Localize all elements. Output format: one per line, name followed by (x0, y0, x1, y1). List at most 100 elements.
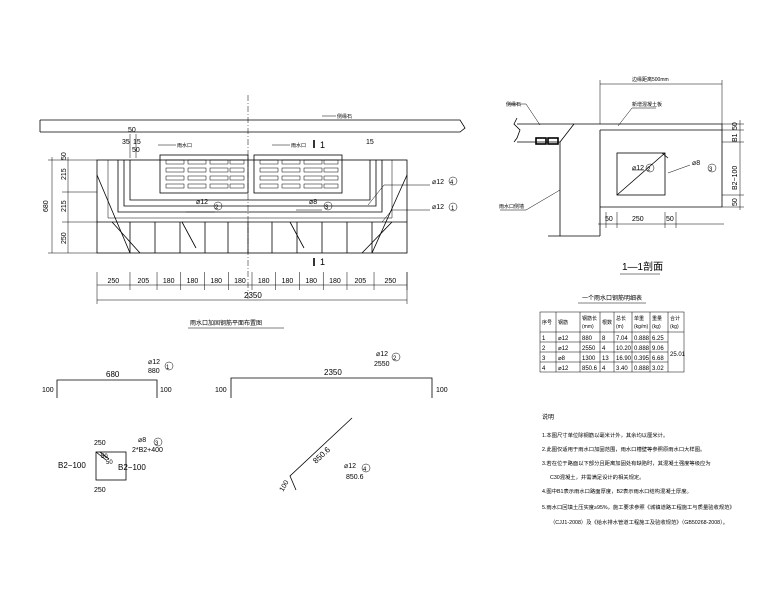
notes-heading: 说明 (542, 413, 554, 421)
table-header-3: 根数 (602, 319, 612, 326)
bar4-spec: ⌀12 (344, 463, 356, 470)
note-1: 1.本图尺寸单位除钢筋以毫米计外，其余均以厘米计。 (542, 431, 668, 439)
note-3: 3.若在位于路面以下部分且距离加固处有缺陷时，其混凝土强度等级应为 (542, 459, 711, 467)
rebar-table: 一个雨水口钢筋明细表 序号钢筋 钢筋长 (mm) 根数总长 (m) 单重 (kg/m)重量 (… (539, 294, 686, 373)
note-2: 2.此图仅适用于雨水口加固范围，雨水口槽壁等参照原雨水口大样图。 (542, 445, 705, 453)
bar1-len: 880 (148, 368, 160, 375)
table-cell-2-6: 6.68 (652, 356, 664, 362)
table-cell-3-1: ⌀12 (558, 366, 569, 372)
plan-dim-left-680: 680 (43, 200, 50, 212)
table-header-5: (kg/m) (634, 324, 649, 330)
rebar-callout-4: ⌀12 (432, 179, 444, 186)
table-header-4: 总长 (616, 315, 626, 322)
table-cell-3-5: 0.888 (634, 366, 650, 372)
section-dim-right-b1: B1 (732, 133, 739, 142)
section-dim-right-50: 50 (732, 122, 739, 130)
plan-dim-bottom-10: 205 (355, 278, 367, 285)
section-dim-top: 边缘距离500mm (632, 76, 669, 83)
section-title: 1—1剖面 (622, 260, 663, 273)
bar3-spec: ⌀8 (138, 437, 146, 444)
table-header-6: 重量 (652, 315, 662, 322)
table-title: 一个雨水口钢筋明细表 (582, 294, 642, 302)
plan-dim-bottom-7: 180 (282, 278, 294, 285)
plan-dim-top-35: 35 (122, 139, 130, 146)
section-rebar-a: ⌀12 (632, 165, 644, 172)
note-4: 4.图中B1表示雨水口路面厚度，B2表示雨水口结构混凝土厚度。 (542, 487, 692, 495)
section-label-b: 新增混凝土板 (632, 101, 662, 108)
rebar-callout-4-circle: 4 (450, 180, 454, 186)
rebar-callout-3: ⌀8 (309, 199, 317, 206)
table-cell-2-2: 1300 (582, 356, 596, 362)
section-label-a: 侧缘石 (506, 101, 521, 108)
table-cell-2-3: 13 (602, 356, 609, 362)
section-dim-right-50b: 50 (732, 198, 739, 206)
bar4-dim-diag: 850.6 (311, 445, 332, 466)
plan-label-grate2: 雨水口 (291, 142, 306, 149)
table-cell-0-3: 8 (602, 336, 606, 342)
plan-dim-bottom-3: 180 (187, 278, 199, 285)
bar3-dim-bottom: 250 (94, 487, 106, 494)
bar-shapes: ⌀12 1 880 680 100 100 ⌀12 2 2550 2350 10… (42, 351, 448, 494)
table-header-7: 合计 (670, 315, 680, 322)
table-cell-1-5: 0.888 (634, 346, 650, 352)
table-cell-2-0: 3 (542, 356, 546, 362)
table-cell-2-1: ⌀8 (558, 356, 566, 362)
table-cell-2-5: 0.395 (634, 356, 650, 362)
bar3-len: 2*B2+400 (132, 447, 163, 454)
table-header-1: 钢筋 (558, 319, 568, 326)
note-5: 5.雨水口回填土压实度≥95%，施工要求参照《城镇道路工程施工与质量验收规范》 (542, 503, 735, 511)
plan-dim-bottom-4: 180 (210, 278, 222, 285)
table-cell-3-2: 850.6 (582, 366, 598, 372)
plan-dim-bottom-9: 180 (329, 278, 341, 285)
plan-dim-bottom-6: 180 (258, 278, 270, 285)
bar3-circle: 3 (155, 441, 159, 447)
section-label-c: 雨水口侧墙 (499, 203, 524, 210)
bar4-circle: 4 (363, 467, 367, 473)
plan-view: 1 1 侧缘石 雨水口 雨水口 50 35 15 50 15 50 215 21… (39, 95, 466, 329)
notes: 说明 1.本图尺寸单位除钢筋以毫米计外，其余均以厘米计。 2.此图仅适用于雨水口… (542, 413, 735, 526)
table-cell-3-6: 3.02 (652, 366, 664, 372)
bar3-dim-inner: B2−100 (118, 463, 146, 472)
table-cell-0-6: 6.25 (652, 336, 664, 342)
bar2-dim-right: 100 (436, 387, 448, 394)
table-header-5: 单重 (634, 315, 644, 322)
plan-dim-top-50b: 50 (132, 147, 140, 154)
table-header-6: (kg) (652, 324, 661, 330)
note-3b: C30混凝土，并需满足设计的相关规定。 (550, 473, 644, 481)
table-cell-1-3: 4 (602, 346, 606, 352)
table-header-0: 序号 (542, 319, 552, 326)
plan-dim-bottom-1: 205 (138, 278, 150, 285)
rebar-callout-3-circle: 3 (325, 205, 329, 211)
bar3-dim-50b: 50 (106, 460, 113, 466)
table-cell-0-0: 1 (542, 336, 546, 342)
table-cell-3-3: 4 (602, 366, 606, 372)
bar4-len: 850.6 (346, 474, 364, 481)
plan-label-grate: 雨水口 (177, 142, 192, 149)
plan-section-mark-top: 1 (320, 140, 325, 150)
table-total: 25.01 (670, 352, 686, 358)
rebar-callout-2: ⌀12 (196, 199, 208, 206)
table-cell-2-4: 16.90 (616, 356, 632, 362)
table-header-4: (m) (616, 324, 624, 330)
note-5b: （CJJ1-2008）及《给水排水管道工程施工及验收规范》（GB50268-20… (550, 518, 728, 526)
plan-total-width: 2350 (244, 291, 262, 300)
section-dim-right-b2: B2−100 (732, 166, 739, 190)
plan-dim-left-215a: 215 (61, 168, 68, 180)
bar1-circle: 1 (166, 365, 170, 371)
section-dim-bottom-250: 250 (632, 216, 644, 223)
bar1-spec: ⌀12 (148, 359, 160, 366)
table-header-2: 钢筋长 (582, 315, 597, 322)
section-rebar-b-circle: 3 (709, 167, 713, 173)
bar1-dim-right: 100 (160, 387, 172, 394)
table-cell-0-1: ⌀12 (558, 336, 569, 342)
bar4-dim-end: 100 (279, 479, 291, 493)
plan-dim-left-50: 50 (61, 152, 68, 160)
section-view: 边缘距离500mm 侧缘石 新增混凝土板 雨水口侧墙 ⌀12 2 ⌀8 (499, 76, 744, 275)
rebar-callout-1: ⌀12 (432, 204, 444, 211)
plan-dim-bottom-5: 180 (234, 278, 246, 285)
plan-dim-left-250: 250 (61, 232, 68, 244)
plan-section-mark-bottom: 1 (320, 257, 325, 267)
table-header-2: (mm) (582, 324, 594, 330)
bar3-dim-50a: 50 (101, 454, 108, 460)
